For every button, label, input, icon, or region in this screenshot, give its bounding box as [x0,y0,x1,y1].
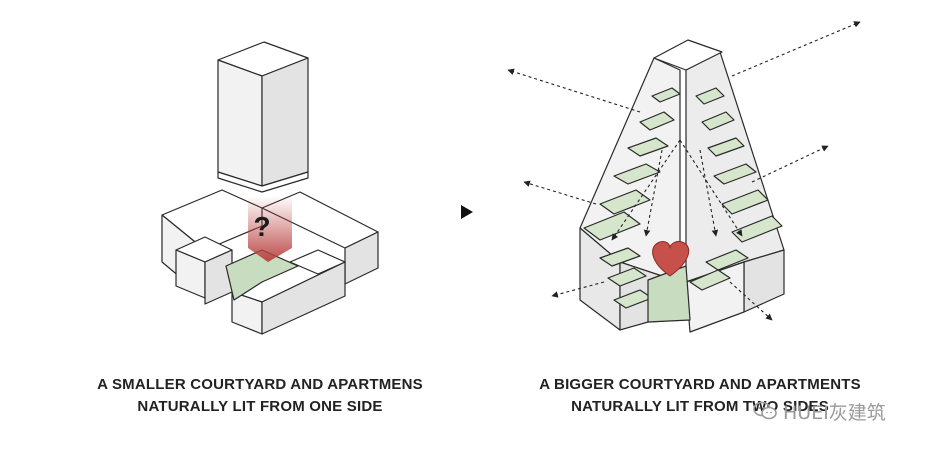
light-direction-arrows [507,21,861,321]
watermark: HUEI灰建筑 [752,395,932,427]
left-caption-line2: NATURALLY LIT FROM ONE SIDE [137,398,383,415]
question-marker: ? [253,211,271,242]
left-building-diagram [161,41,379,335]
left-caption: A SMALLER COURTYARD AND APARTMENS NATURA… [80,374,440,418]
watermark-text: HUEI灰建筑 [783,401,886,424]
left-caption-line1: A SMALLER COURTYARD AND APARTMENS [97,376,423,393]
right-right-terraces [689,87,783,291]
play-triangle-icon [461,205,473,219]
right-tower-top [653,39,723,71]
left-tower [217,41,309,193]
wechat-icon [753,401,777,420]
left-light-glow [248,196,292,262]
right-building-diagram [507,21,861,333]
right-caption-line1: A BIGGER COURTYARD AND APARTMENTS [539,376,861,393]
heart-icon [652,241,690,277]
